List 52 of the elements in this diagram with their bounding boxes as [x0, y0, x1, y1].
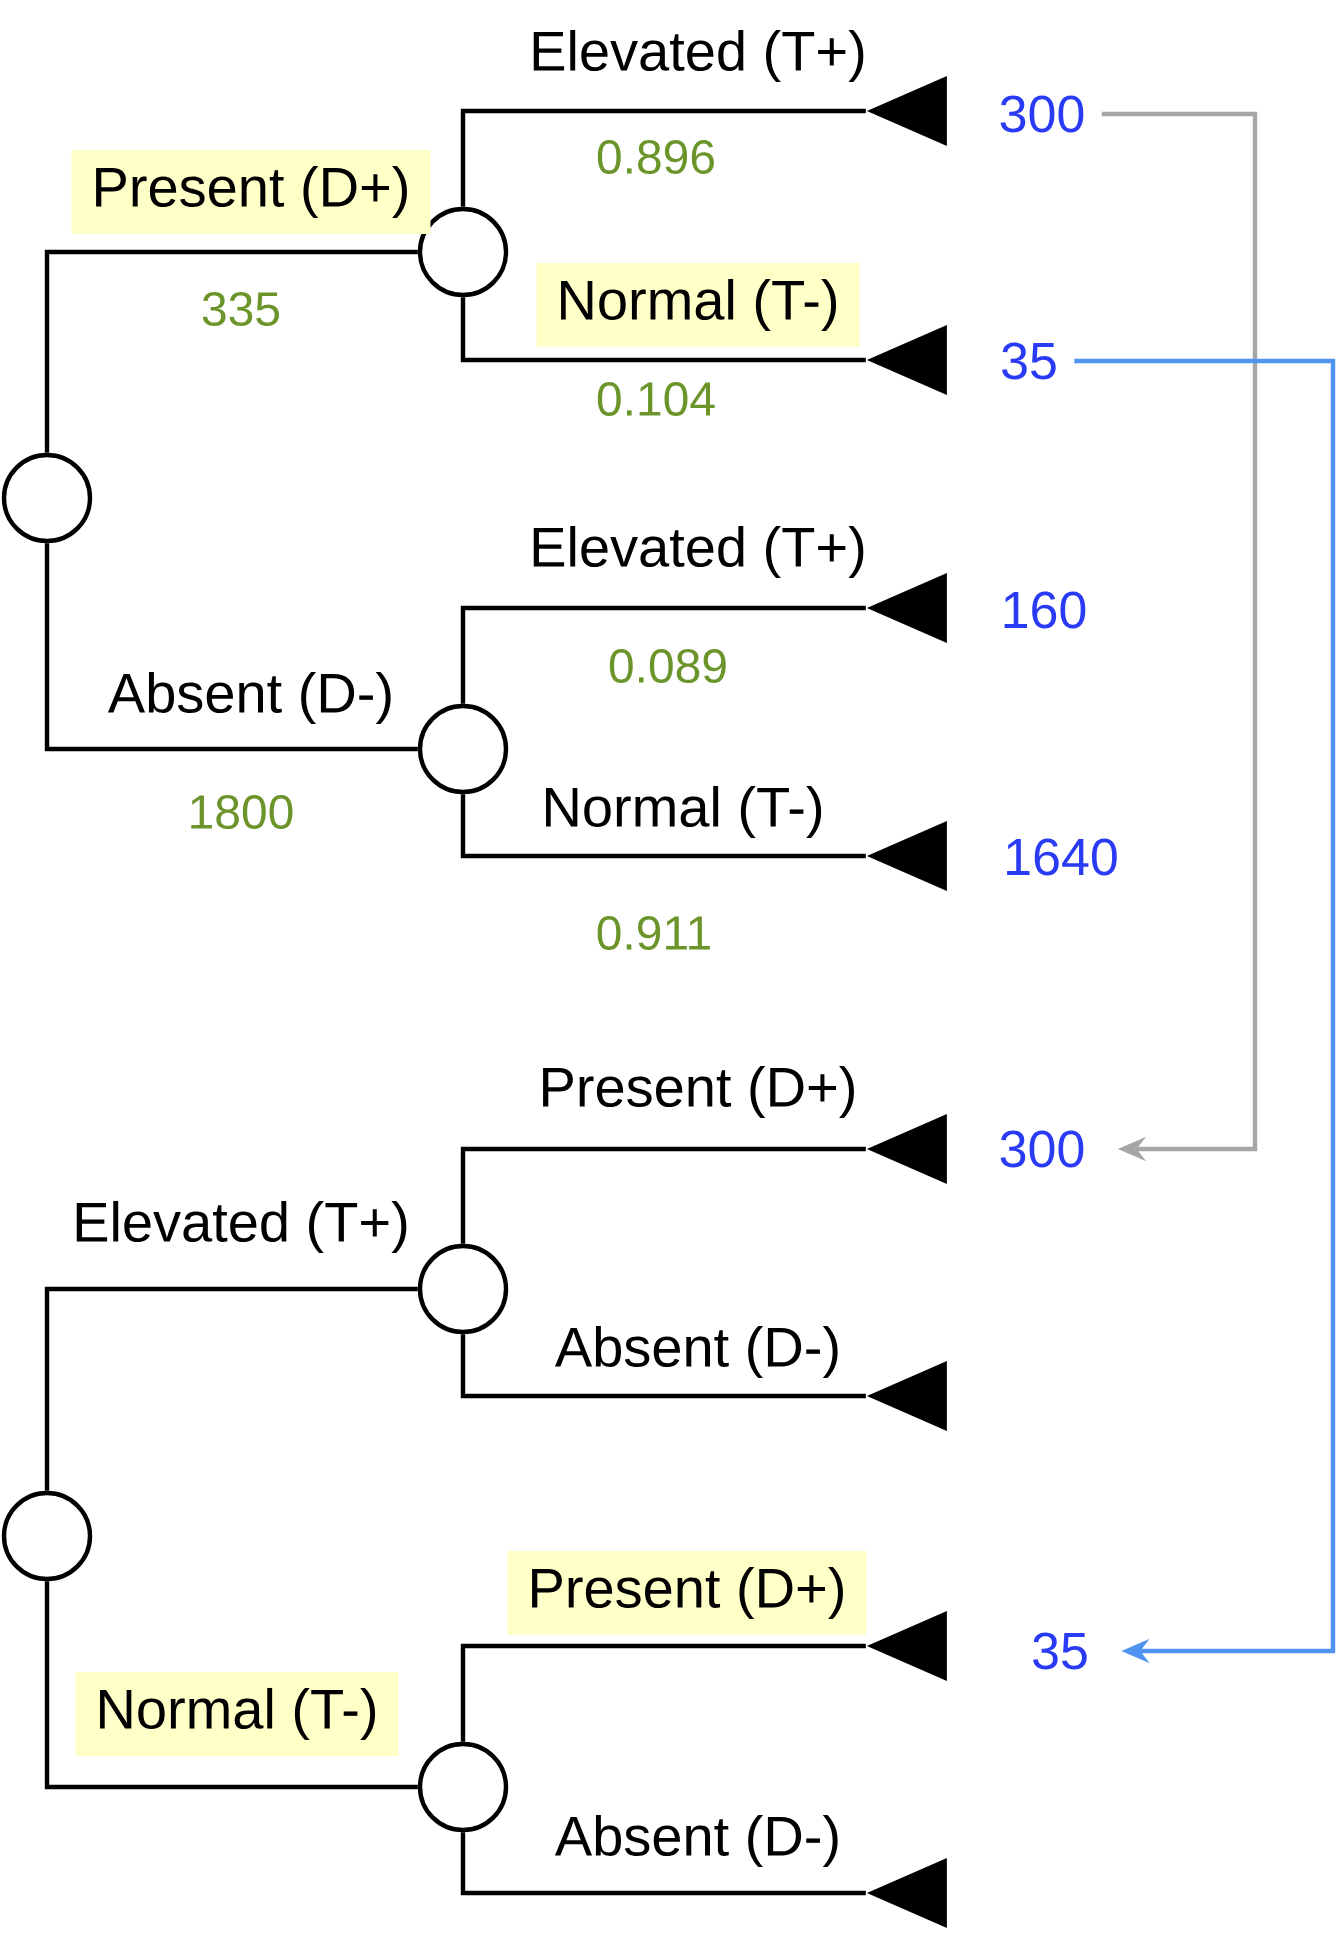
tree-branch — [460, 108, 866, 207]
tree-branch — [460, 794, 866, 859]
chance-node-circle — [417, 703, 509, 795]
terminal-triangle — [866, 325, 947, 395]
probability-label: 0.911 — [597, 916, 710, 950]
tree-branch — [460, 1643, 866, 1742]
chance-node-circle — [1, 1490, 93, 1582]
terminal-triangle — [866, 821, 947, 891]
branch-label: Present (D+) — [543, 1065, 854, 1119]
chance-node-circle — [417, 206, 509, 298]
value-label: 35 — [1002, 342, 1056, 380]
branch-label: Present (D+) — [71, 149, 431, 235]
branch-label: Normal (T-) — [546, 785, 822, 839]
probability-label: 0.089 — [609, 649, 726, 683]
connector-arrow — [1074, 358, 1336, 1664]
tree-branch — [44, 543, 418, 752]
tree-branch — [44, 249, 418, 453]
value-label: 300 — [1000, 95, 1084, 133]
connector-arrow — [1101, 111, 1258, 1162]
terminal-triangle — [866, 76, 947, 146]
branch-label: Absent (D-) — [107, 671, 391, 725]
terminal-triangle — [866, 1361, 947, 1431]
terminal-triangle — [866, 573, 947, 643]
tree-branch — [460, 1146, 866, 1244]
chance-node-circle — [417, 1741, 509, 1833]
branch-label: Present (D+) — [507, 1550, 867, 1636]
value-label: 35 — [1033, 1632, 1087, 1670]
tree-branch — [460, 1832, 866, 1896]
branch-label: Elevated (T+) — [76, 1200, 407, 1254]
probability-label: 1800 — [191, 795, 293, 829]
probability-label: 335 — [202, 292, 279, 326]
probability-label: 0.896 — [597, 140, 714, 174]
probability-label: 0.104 — [597, 382, 715, 416]
tree-branch — [44, 1286, 418, 1491]
value-label: 300 — [1000, 1130, 1084, 1168]
branch-label: Elevated (T+) — [533, 29, 864, 83]
branch-label: Normal (T-) — [75, 1671, 399, 1757]
tree-branch — [460, 1334, 866, 1399]
branch-label: Absent (D-) — [554, 1325, 838, 1379]
terminal-triangle — [866, 1611, 947, 1681]
tree-branch — [44, 1581, 418, 1790]
tree-branch — [460, 605, 866, 704]
value-label: 160 — [1004, 591, 1086, 629]
chance-node-circle — [1, 452, 93, 544]
terminal-triangle — [866, 1858, 947, 1928]
terminal-triangle — [866, 1114, 947, 1184]
chance-node-circle — [417, 1243, 509, 1335]
branch-label: Absent (D-) — [554, 1814, 838, 1868]
branch-label: Elevated (T+) — [533, 525, 864, 579]
value-label: 1640 — [1007, 838, 1117, 876]
branch-label: Normal (T-) — [536, 262, 860, 348]
tree-branch — [460, 297, 866, 363]
